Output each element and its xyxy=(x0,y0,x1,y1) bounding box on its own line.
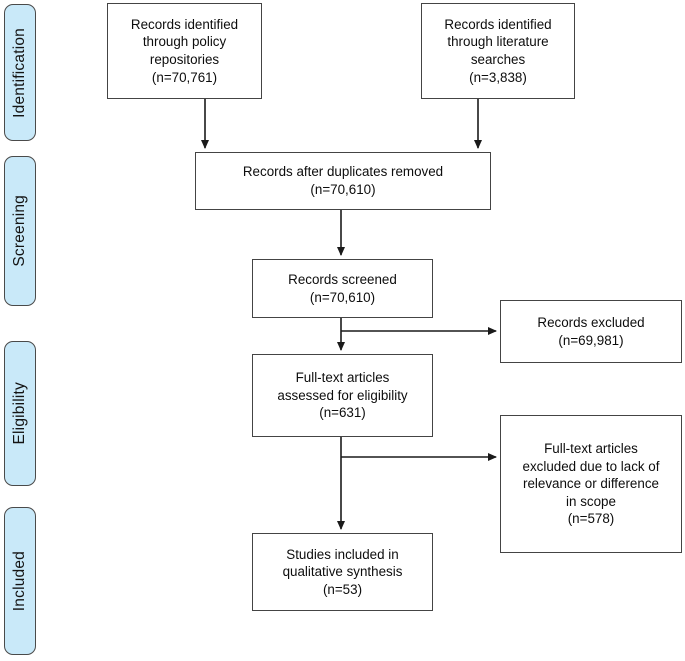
node-records-identified-policy-text: Records identified through policy reposi… xyxy=(130,16,239,85)
node-records-excluded-text: Records excluded (n=69,981) xyxy=(537,314,645,348)
stage-label-included-text: Included xyxy=(11,550,29,612)
node-fulltext-assessed-for-eligibility: Full-text articles assessed for eligibil… xyxy=(252,354,433,437)
stage-label-screening: Screening xyxy=(4,156,36,306)
node-studies-included-qualitative-synthesis-text: Studies included in qualitative synthesi… xyxy=(282,546,403,597)
node-records-identified-literature: Records identified through literature se… xyxy=(421,3,575,99)
node-records-after-duplicates-removed-text: Records after duplicates removed (n=70,6… xyxy=(242,164,444,197)
stage-label-screening-text: Screening xyxy=(11,195,29,267)
stage-label-identification-text: Identification xyxy=(11,27,29,118)
node-records-identified-policy: Records identified through policy reposi… xyxy=(107,3,262,99)
stage-label-eligibility: Eligibility xyxy=(4,341,36,486)
node-records-screened-text: Records screened (n=70,610) xyxy=(288,271,397,305)
stage-label-eligibility-text: Eligibility xyxy=(11,382,29,445)
node-records-after-duplicates-removed: Records after duplicates removed (n=70,6… xyxy=(195,152,491,210)
node-studies-included-qualitative-synthesis: Studies included in qualitative synthesi… xyxy=(252,533,433,611)
node-fulltext-assessed-for-eligibility-text: Full-text articles assessed for eligibil… xyxy=(277,370,408,421)
node-fulltext-articles-excluded-text: Full-text articles excluded due to lack … xyxy=(522,441,660,527)
node-records-identified-literature-text: Records identified through literature se… xyxy=(444,16,552,85)
stage-label-identification: Identification xyxy=(4,4,36,141)
node-fulltext-articles-excluded: Full-text articles excluded due to lack … xyxy=(500,415,682,553)
node-records-excluded: Records excluded (n=69,981) xyxy=(500,300,682,363)
node-records-screened: Records screened (n=70,610) xyxy=(252,259,433,318)
stage-label-included: Included xyxy=(4,507,36,655)
